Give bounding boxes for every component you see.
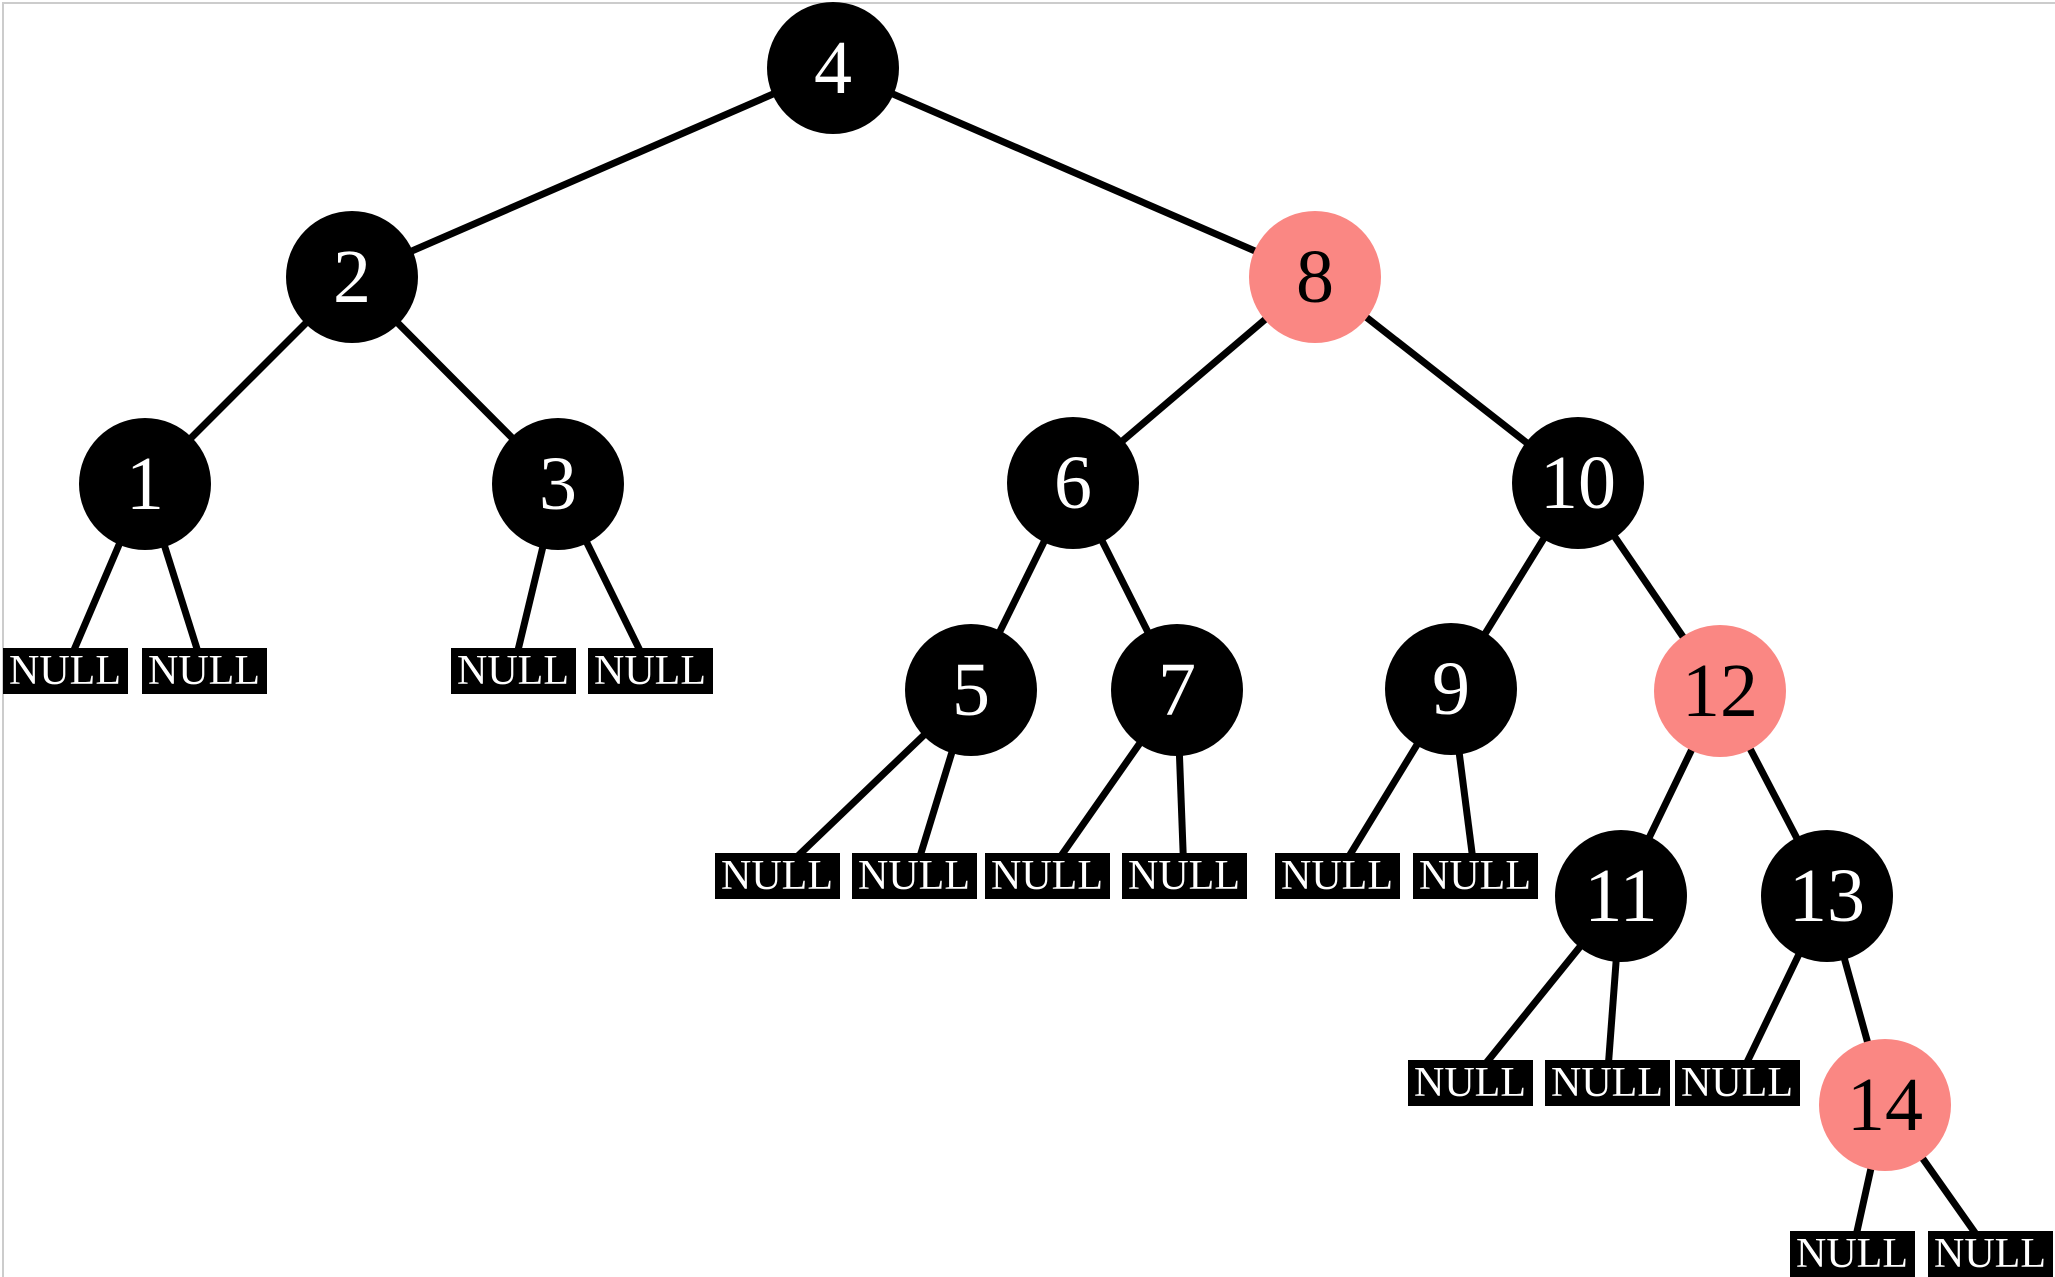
tree-node-label: 1	[126, 442, 164, 526]
tree-node-12: 12	[1654, 625, 1786, 757]
tree-node-4: 4	[767, 2, 899, 134]
tree-node-14: 14	[1819, 1039, 1951, 1171]
tree-node-13: 13	[1761, 830, 1893, 962]
null-leaf-label: NULL	[1551, 1060, 1663, 1106]
null-leaf: NULL	[714, 853, 840, 899]
tree-node-label: 4	[814, 26, 852, 110]
tree-node-label: 8	[1296, 235, 1334, 319]
null-leaf: NULL	[1789, 1231, 1915, 1277]
tree-node-label: 13	[1789, 854, 1865, 938]
null-leaf: NULL	[851, 853, 977, 899]
frame-border-top	[2, 2, 2055, 4]
null-leaf: NULL	[1927, 1231, 2053, 1277]
frame-border-left	[2, 2, 4, 1277]
null-leaf-label: NULL	[1796, 1231, 1908, 1277]
null-leaf: NULL	[450, 648, 576, 694]
tree-node-10: 10	[1512, 417, 1644, 549]
null-leaf-label: NULL	[1934, 1231, 2046, 1277]
null-leaf-label: NULL	[9, 648, 121, 694]
null-leaf: NULL	[984, 853, 1110, 899]
null-leaf-label: NULL	[1128, 853, 1240, 899]
tree-node-8: 8	[1249, 211, 1381, 343]
tree-node-label: 7	[1158, 648, 1196, 732]
tree-node-label: 12	[1682, 649, 1758, 733]
edge	[831, 64, 1317, 281]
tree-node-label: 9	[1432, 647, 1470, 731]
null-leaf: NULL	[1274, 853, 1400, 899]
null-leaf-label: NULL	[594, 648, 706, 694]
tree-node-label: 10	[1540, 441, 1616, 525]
tree-node-label: 2	[333, 235, 371, 319]
null-leaf: NULL	[141, 648, 267, 694]
tree-node-label: 6	[1054, 441, 1092, 525]
null-leaf-label: NULL	[858, 853, 970, 899]
null-leaf-label: NULL	[1281, 853, 1393, 899]
tree-node-label: 14	[1847, 1063, 1923, 1147]
null-leaf-label: NULL	[1414, 1060, 1526, 1106]
tree-node-label: 11	[1584, 854, 1658, 938]
null-leaf: NULL	[1412, 853, 1538, 899]
null-leaf: NULL	[2, 648, 128, 694]
tree-node-1: 1	[79, 418, 211, 550]
tree-node-5: 5	[905, 624, 1037, 756]
tree-node-label: 5	[952, 648, 990, 732]
tree-node-11: 11	[1555, 830, 1687, 962]
null-leaf-label: NULL	[148, 648, 260, 694]
null-leaf-label: NULL	[721, 853, 833, 899]
null-leaf: NULL	[1544, 1060, 1670, 1106]
tree-node-3: 3	[492, 418, 624, 550]
null-leaf-label: NULL	[991, 853, 1103, 899]
null-leaf: NULL	[587, 648, 713, 694]
null-leaf-label: NULL	[1419, 853, 1531, 899]
null-leaf: NULL	[1674, 1060, 1800, 1106]
tree-node-7: 7	[1111, 624, 1243, 756]
null-leaf: NULL	[1121, 853, 1247, 899]
tree-node-9: 9	[1385, 623, 1517, 755]
tree-node-label: 3	[539, 442, 577, 526]
null-leaf-label: NULL	[457, 648, 569, 694]
null-leaf: NULL	[1407, 1060, 1533, 1106]
tree-node-6: 6	[1007, 417, 1139, 549]
null-leaf-label: NULL	[1681, 1060, 1793, 1106]
edge	[350, 64, 835, 281]
tree-node-2: 2	[286, 211, 418, 343]
